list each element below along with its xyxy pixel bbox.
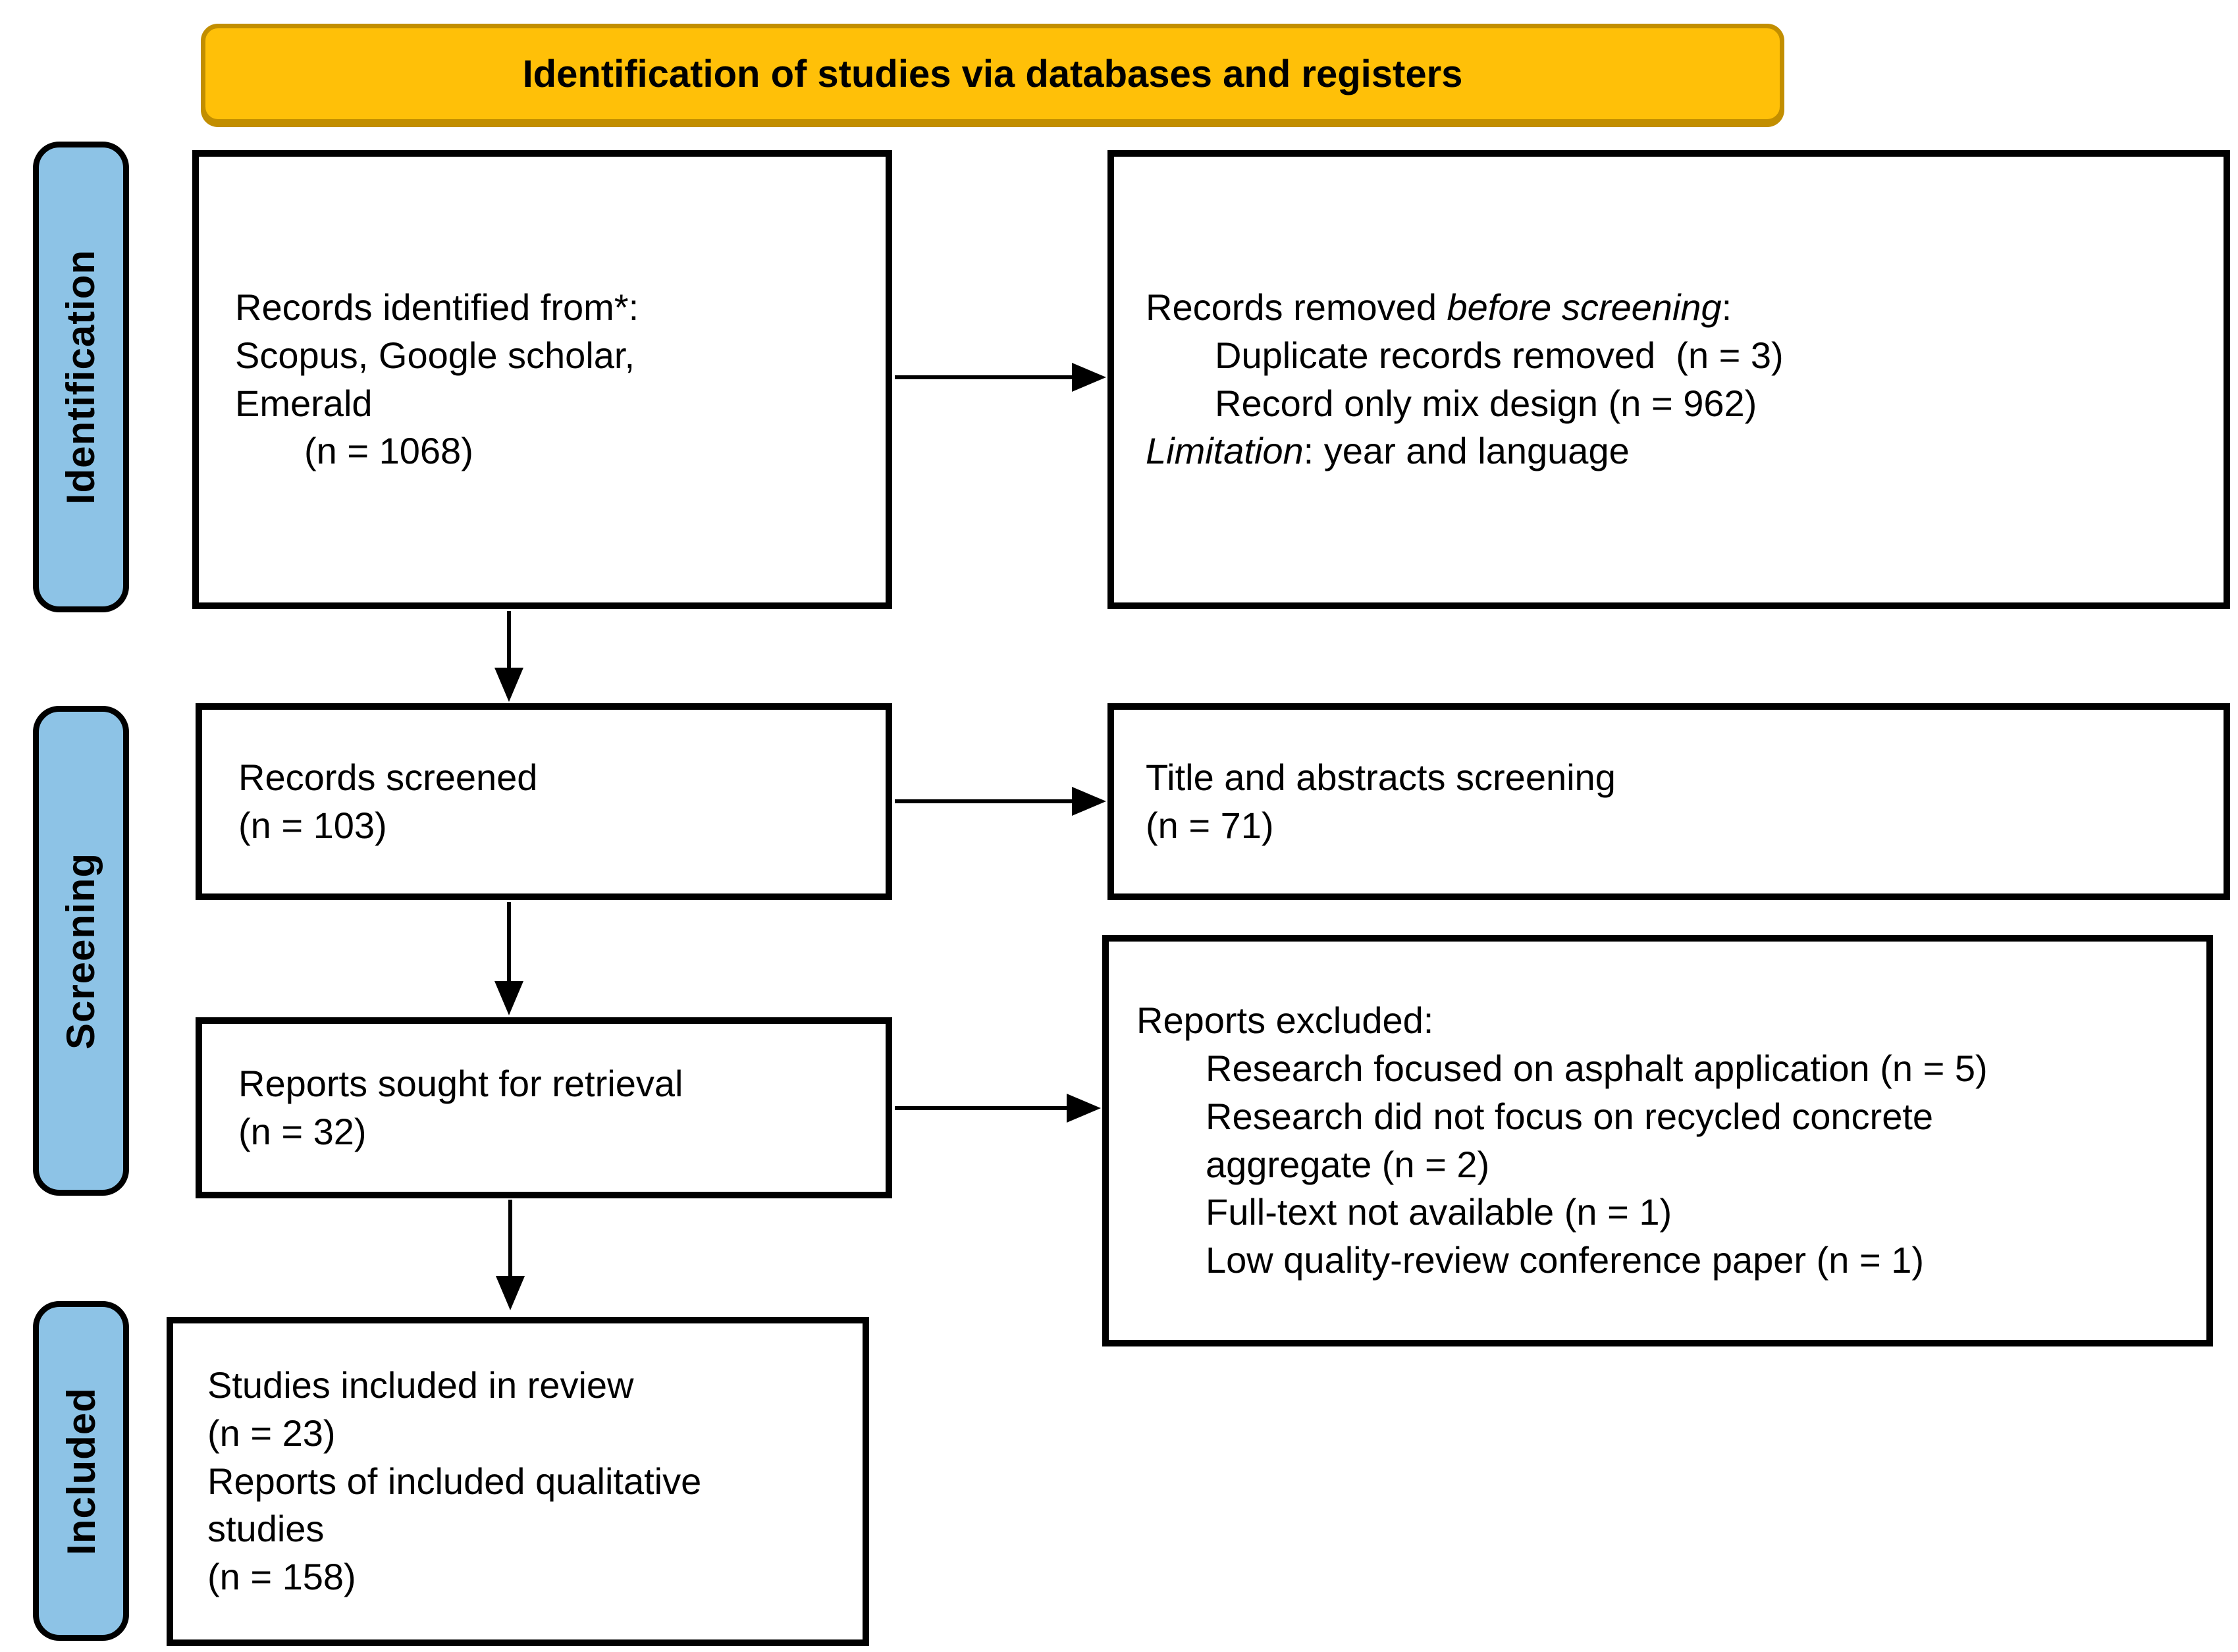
arrow-sought-to-excluded-shaft	[895, 1106, 1069, 1110]
records-identified-line: Records identified from*:	[235, 286, 639, 328]
records-identified-line: Emerald	[235, 382, 373, 424]
studies-included-line: Studies included in review	[207, 1364, 634, 1406]
flow-box-title-abstract-screening: Title and abstracts screening (n = 71)	[1107, 703, 2230, 900]
stage-label-identification-text: Identification	[59, 249, 103, 505]
arrow-sought-to-excluded-head	[1067, 1094, 1101, 1123]
stage-label-screening: Screening	[33, 706, 129, 1196]
arrow-screened-to-sought-shaft	[507, 902, 511, 988]
arrow-identified-to-removed-head	[1072, 363, 1106, 392]
arrow-identified-to-removed-shaft	[895, 375, 1074, 379]
header-title: Identification of studies via databases …	[522, 52, 1463, 95]
stage-label-included-text: Included	[59, 1387, 103, 1555]
flow-box-records-identified: Records identified from*: Scopus, Google…	[192, 150, 892, 609]
arrow-sought-to-included-head	[496, 1276, 525, 1310]
arrow-identified-to-screened-shaft	[507, 611, 511, 674]
title-abstract-count: (n = 71)	[1146, 804, 1274, 846]
studies-included-count: (n = 23)	[207, 1412, 336, 1454]
reports-excluded-item: Full-text not available (n = 1)	[1206, 1191, 1672, 1233]
records-identified-count: (n = 1068)	[304, 430, 473, 472]
flow-box-records-removed: Records removed before screening: Duplic…	[1107, 150, 2230, 609]
reports-excluded-item: Research did not focus on recycled concr…	[1206, 1095, 1934, 1137]
header-banner: Identification of studies via databases …	[201, 24, 1784, 124]
records-screened-line: Records screened	[238, 756, 538, 798]
arrow-screened-to-titleabstract-shaft	[895, 799, 1074, 803]
records-removed-item: Record only mix design (n = 962)	[1215, 382, 1757, 424]
flow-box-studies-included: Studies included in review (n = 23) Repo…	[167, 1317, 869, 1646]
flow-box-reports-sought: Reports sought for retrieval (n = 32)	[196, 1017, 892, 1198]
records-identified-line: Scopus, Google scholar,	[235, 334, 635, 376]
limitation-italic: Limitation	[1146, 430, 1304, 472]
reports-sought-line: Reports sought for retrieval	[238, 1062, 683, 1104]
arrow-screened-to-titleabstract-head	[1072, 787, 1106, 816]
records-removed-heading-prefix: Records removed	[1146, 286, 1447, 328]
arrow-screened-to-sought-head	[494, 981, 523, 1015]
reports-excluded-item-continuation: aggregate (n = 2)	[1206, 1143, 1490, 1185]
limitation-suffix: : year and language	[1303, 430, 1630, 472]
studies-included-line: studies	[207, 1508, 325, 1550]
flow-box-reports-excluded: Reports excluded: Research focused on as…	[1102, 935, 2213, 1346]
reports-excluded-item: Research focused on asphalt application …	[1206, 1047, 1988, 1089]
reports-sought-count: (n = 32)	[238, 1110, 367, 1152]
studies-included-line: Reports of included qualitative	[207, 1460, 702, 1502]
records-removed-limitation: Limitation: year and language	[1146, 427, 2224, 475]
records-removed-item: Duplicate records removed (n = 3)	[1215, 334, 1784, 376]
flow-box-records-screened: Records screened (n = 103)	[196, 703, 892, 900]
stage-label-identification: Identification	[33, 142, 129, 612]
arrow-sought-to-included-shaft	[508, 1200, 512, 1283]
stage-label-included: Included	[33, 1301, 129, 1641]
stage-label-screening-text: Screening	[59, 852, 103, 1050]
records-removed-heading-suffix: :	[1721, 286, 1732, 328]
title-abstract-line: Title and abstracts screening	[1146, 756, 1616, 798]
records-removed-heading-italic: before screening	[1447, 286, 1722, 328]
studies-included-count: (n = 158)	[207, 1556, 356, 1598]
reports-excluded-item: Low quality-review conference paper (n =…	[1206, 1239, 1925, 1281]
arrow-identified-to-screened-head	[494, 668, 523, 702]
records-screened-count: (n = 103)	[238, 804, 387, 846]
reports-excluded-title: Reports excluded:	[1136, 999, 1434, 1042]
records-removed-heading: Records removed before screening:	[1146, 284, 2224, 332]
